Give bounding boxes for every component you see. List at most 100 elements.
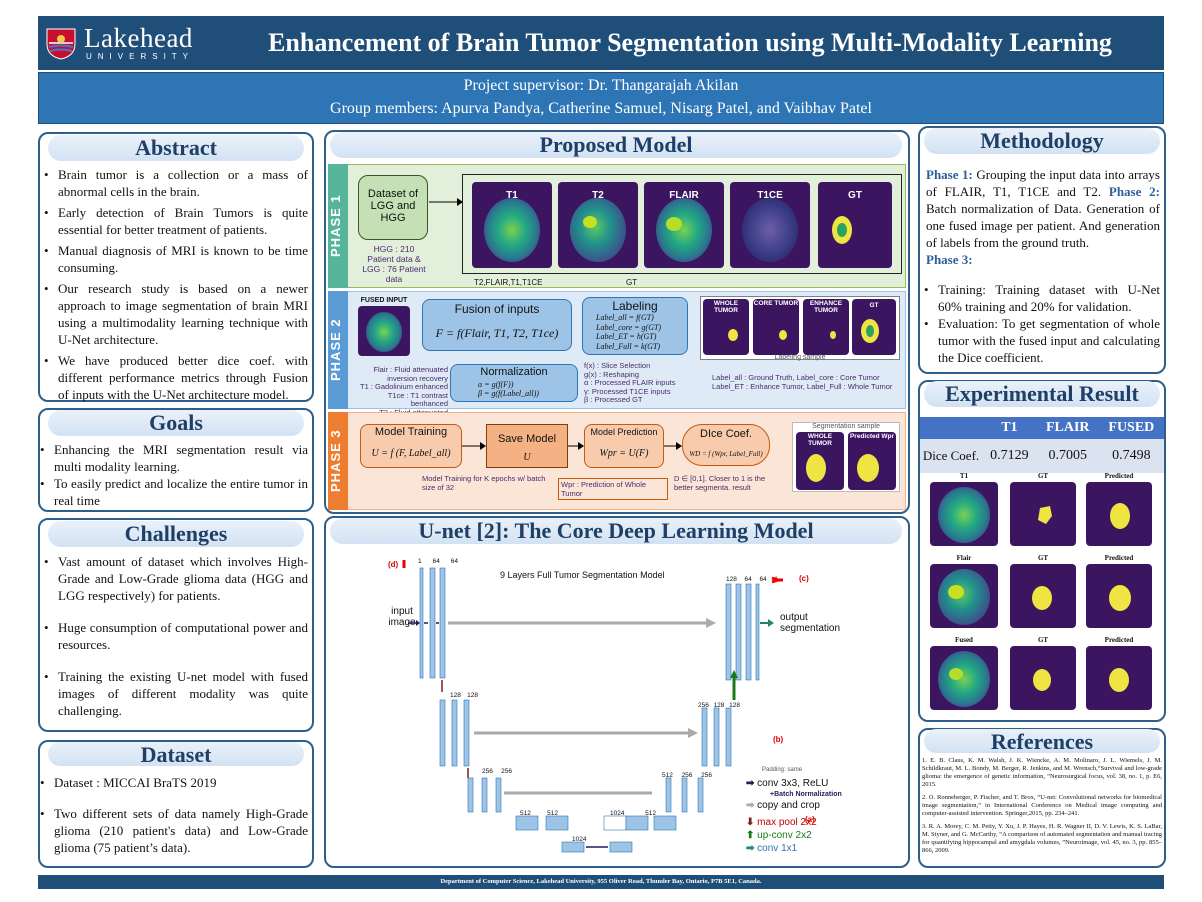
legend-line: β : Processed GT: [584, 395, 643, 404]
supervisor-line: Project supervisor: Dr. Thangarajah Akil…: [463, 77, 739, 94]
dice-coef-box: [682, 424, 770, 466]
references-list: 1. E. B. Claus, K. M. Walsh, J. K. Wienc…: [922, 757, 1162, 855]
note-prediction: Wpr : Prediction of Whole Tumor: [558, 478, 668, 500]
experimental-title: Experimental Result: [924, 381, 1160, 407]
dice-coef-formula: WD = f (Wpr, Label_Full): [689, 450, 763, 458]
result-t1-image: [930, 482, 998, 546]
references-title: References: [924, 729, 1160, 754]
legend-conv1x1-label: conv 1x1: [757, 843, 798, 854]
table-cell: 0.7005: [1048, 448, 1087, 463]
list-item: Early detection of Brain Tumors is quite…: [42, 204, 308, 238]
list-item: Training: Training dataset with U-Net 60…: [922, 281, 1160, 315]
labeling-line: Label_ET = h(GT): [596, 332, 657, 341]
unet-title: U-net [2]: The Core Deep Learning Model: [330, 518, 902, 544]
mri-image-gt: [818, 182, 892, 268]
grid-label: GT: [1037, 636, 1049, 644]
labeling-title: Labeling: [612, 299, 658, 313]
unet-architecture-diagram: [402, 560, 783, 853]
unet-num: 128: [467, 692, 478, 699]
list-item: Brain tumor is a collection or a mass of…: [42, 166, 308, 200]
phase2-legend-right: Label_all : Ground Truth, Label_core : C…: [712, 373, 902, 391]
arrow-right-icon: [568, 442, 584, 450]
unet-num: 256: [501, 768, 512, 775]
methodology-body: Phase 1: Grouping the input data into ar…: [926, 166, 1160, 268]
unet-num: 1024: [610, 810, 625, 817]
grid-label: GT: [1037, 472, 1049, 480]
phase2-label: Phase 2:: [1108, 184, 1160, 199]
legend-batch-norm: +Batch Normalization: [770, 791, 842, 798]
legend-line: α : Processed FLAIR inputs: [584, 378, 676, 387]
unet-num: 512: [520, 810, 531, 817]
labeling-box: [582, 297, 688, 355]
unet-diagram-title: 9 Layers Full Tumor Segmentation Model: [500, 570, 665, 580]
mri-image-t2: [558, 182, 638, 268]
unet-tag-c: (c): [799, 574, 809, 583]
hgg-note: HGG : 210 Patient data & LGG : 76 Patien…: [362, 244, 426, 284]
legend-line: Label_all : Ground Truth, Label_core : C…: [712, 373, 880, 382]
unet-num: 256: [701, 772, 712, 779]
sample-label: ENHANCE TUMOR: [809, 300, 843, 314]
arrow-right-icon: ➡: [746, 800, 755, 811]
list-item: Enhancing the MRI segmentation result vi…: [38, 441, 308, 475]
legend-up-conv: ⬆ up-conv 2x2: [746, 829, 842, 842]
legend-copy-crop: ➡ copy and crop: [746, 799, 842, 812]
grid-label: Flair: [956, 554, 972, 562]
arrow-right-icon: [429, 198, 463, 206]
arrow-right-icon: [462, 442, 486, 450]
poster-title: Enhancement of Brain Tumor Segmentation …: [268, 28, 1112, 57]
result-predicted-image: [1086, 646, 1152, 710]
seg-whole-tumor-image: [796, 432, 844, 490]
unet-num: 1: [418, 558, 422, 565]
legend-line: Label_ET : Enhance Tumor, Label_Full : W…: [712, 382, 893, 391]
phase1-tab: PHASE 1: [328, 164, 348, 288]
sample-enhance-tumor: [803, 299, 849, 355]
members-line: Group members: Apurva Pandya, Catherine …: [330, 100, 872, 117]
phase1-bottom-left: T2,FLAIR,T1,T1CE: [474, 278, 543, 287]
seg-label: WHOLE TUMOR: [807, 433, 833, 447]
legend-conv-label: conv 3x3, ReLU: [757, 778, 829, 789]
phase2-legend-left: Flair : Fluid attenuated inversion recov…: [352, 365, 448, 417]
unet-num-bottom: 1024: [572, 836, 587, 843]
grid-label: GT: [1037, 554, 1049, 562]
footer-bar: Department of Computer Science, Lakehead…: [38, 875, 1164, 889]
unet-nums-r3: 512 256 256: [662, 772, 712, 779]
abstract-title: Abstract: [48, 135, 304, 161]
phase3-tab: PHASE 3: [328, 412, 348, 510]
goals-list: Enhancing the MRI segmentation result vi…: [38, 441, 308, 509]
unet-num: 64: [744, 576, 752, 583]
phase2-tab: PHASE 2: [328, 291, 348, 409]
model-training-formula: U = f (F, Label_all): [371, 448, 451, 459]
labeling-sample-caption: Labeling sample: [774, 354, 826, 361]
legend-max-pool-label: max pool 2x2: [757, 817, 817, 828]
save-model-title: Save Model: [497, 433, 557, 445]
modality-label-flair: FLAIR: [669, 190, 699, 201]
unet-nums-r2: 256 128 128: [698, 702, 740, 709]
mri-image-t1ce: [730, 182, 810, 268]
phase2-legend-mid: f(x) : Slice Selection g(x) : Reshaping …: [584, 361, 694, 405]
reference-item: 3. R. A. Morey, C. M. Petty, Y. Xu, J. P…: [922, 823, 1162, 854]
list-item: Our research study is based on a newer a…: [42, 280, 308, 348]
unet-num: 64: [759, 576, 767, 583]
unet-legend: ➡ conv 3x3, ReLU +Batch Normalization ➡ …: [746, 777, 842, 855]
unet-num: 512: [645, 810, 656, 817]
modality-label-t1: T1: [506, 190, 518, 201]
mri-image-t1: [472, 182, 552, 268]
list-item: Huge consumption of computational power …: [42, 619, 308, 653]
unet-num: 64: [432, 558, 440, 565]
header-bar: [38, 16, 1164, 70]
normalization-title: Normalization: [480, 366, 548, 378]
table-header-cell: FUSED: [1098, 417, 1164, 439]
model-prediction-box: [584, 424, 664, 468]
save-model-formula: U: [523, 452, 531, 463]
arrow-right-icon: [664, 442, 682, 450]
legend-up-conv-label: up-conv 2x2: [757, 830, 812, 841]
unet-num: 256: [681, 772, 693, 779]
table-cell: 0.7129: [990, 448, 1029, 463]
unet-num: 64: [450, 558, 458, 565]
list-item: Two different sets of data namely High-G…: [38, 805, 308, 856]
unet-num: 128: [729, 702, 740, 709]
grid-label: Fused: [955, 636, 973, 644]
normalization-box: [450, 364, 578, 402]
grid-label: T1: [959, 472, 969, 480]
unet-nums-l4: 512 512: [520, 810, 558, 817]
